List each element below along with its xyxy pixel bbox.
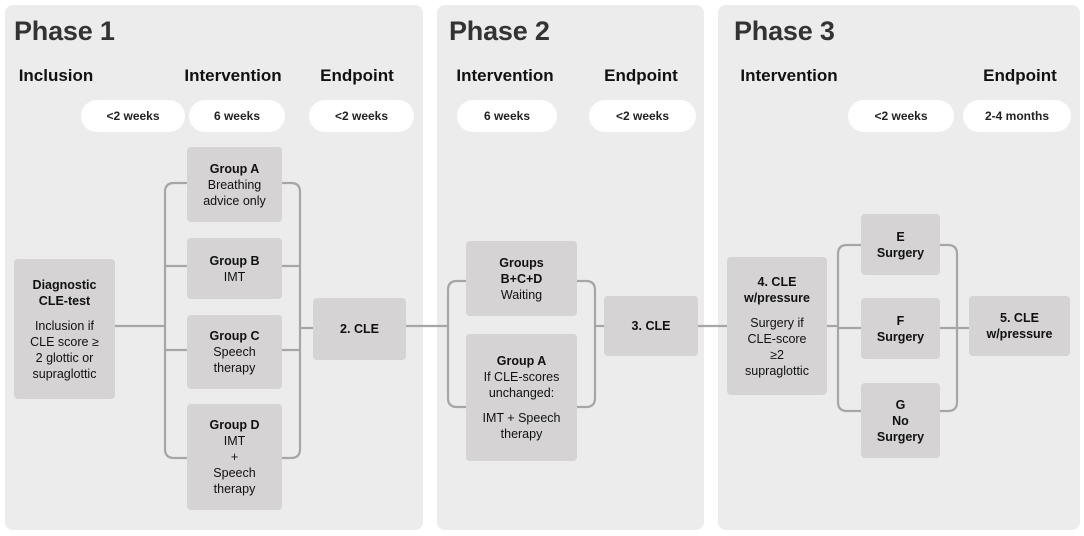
bracket-left-phase2 [446, 279, 468, 409]
node-title: Group A [209, 161, 260, 176]
node-body: Waiting [500, 287, 543, 302]
bracket-right-phase2 [575, 279, 597, 409]
header-intervention-phase1: Intervention [184, 66, 282, 85]
duration-pill-intervention-phase2: 6 weeks [457, 100, 557, 132]
node-title: Group A [496, 354, 547, 368]
duration-pill-endpoint-phase1: <2 weeks [309, 100, 414, 132]
phase-2-title: Phase 2 [449, 16, 550, 46]
duration-pill-phase3-b: 2-4 months [963, 100, 1071, 132]
phase-1-title: Phase 1 [14, 16, 115, 46]
header-endpoint-phase1: Endpoint [320, 66, 394, 85]
duration-pill-phase3-a: <2 weeks [848, 100, 954, 132]
node-title: 2. CLE [340, 322, 379, 336]
header-inclusion: Inclusion [18, 66, 94, 85]
node-title: Group D [209, 418, 260, 432]
node-title: Group C [209, 329, 260, 343]
duration-pill-endpoint-phase2: <2 weeks [589, 100, 696, 132]
duration-pill-intervention-phase1: 6 weeks [189, 100, 285, 132]
bracket-right-phase1 [280, 181, 302, 460]
node-group-b: Group B IMT [187, 238, 282, 299]
node-body: IMT [223, 269, 246, 284]
node-cle-2: 2. CLE [313, 298, 406, 360]
node-cle-3: 3. CLE [604, 296, 698, 356]
header-endpoint-phase2: Endpoint [604, 66, 678, 85]
node-title: Group B [209, 253, 260, 268]
bracket-left-phase1 [163, 181, 188, 460]
phase-3-title: Phase 3 [734, 16, 835, 46]
node-title: 3. CLE [631, 319, 671, 333]
duration-pill-inclusion: <2 weeks [81, 100, 185, 132]
header-intervention-phase2: Intervention [456, 66, 554, 85]
header-intervention-phase3: Intervention [740, 66, 838, 85]
header-endpoint-phase3: Endpoint [983, 66, 1057, 85]
